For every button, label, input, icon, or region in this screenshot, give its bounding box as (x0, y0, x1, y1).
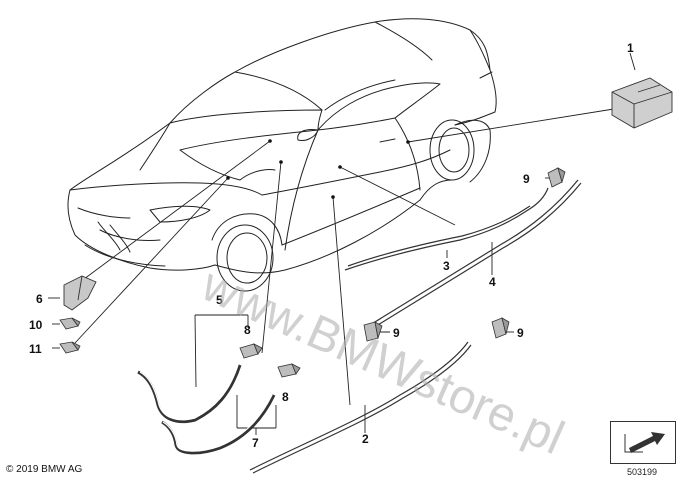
callout-9b[interactable]: 9 (393, 326, 400, 340)
callout-3[interactable]: 3 (443, 259, 450, 273)
copyright-notice: © 2019 BMW AG (6, 464, 83, 475)
attachment-dots (226, 139, 410, 199)
callout-8a[interactable]: 8 (244, 323, 251, 337)
bracket-6-part[interactable] (63, 275, 97, 311)
antenna-cable-part[interactable] (344, 187, 549, 271)
connector-9b-part[interactable] (363, 321, 383, 342)
connector-8-lower-part[interactable] (277, 363, 301, 378)
connector-9a-part[interactable] (547, 167, 566, 188)
sensor-11-part[interactable] (59, 341, 81, 354)
antenna-line-part[interactable] (369, 179, 582, 329)
next-diagram-button[interactable] (610, 421, 676, 464)
callout-9c[interactable]: 9 (517, 326, 524, 340)
callout-2[interactable]: 2 (362, 432, 369, 446)
callout-10[interactable]: 10 (29, 318, 43, 332)
lower-cable-part[interactable] (249, 341, 472, 474)
sensor-10-part[interactable] (59, 317, 81, 330)
leader-lines (48, 52, 636, 435)
cable-set-5-part[interactable] (137, 364, 242, 424)
callout-11[interactable]: 11 (29, 342, 42, 356)
control-unit-part[interactable] (611, 77, 673, 129)
callout-4[interactable]: 4 (489, 275, 496, 289)
callout-7[interactable]: 7 (252, 436, 259, 450)
car-outline (67, 18, 497, 292)
arrow-icon (624, 432, 665, 453)
callout-1[interactable]: 1 (627, 41, 634, 55)
diagram-number: 503199 (627, 467, 658, 477)
callout-6[interactable]: 6 (36, 292, 43, 306)
connector-8-upper-part[interactable] (239, 343, 263, 359)
connector-9c-part[interactable] (491, 317, 510, 339)
cable-set-7-part[interactable] (161, 394, 276, 455)
callout-5[interactable]: 5 (216, 293, 223, 307)
callout-9a[interactable]: 9 (523, 172, 530, 186)
callout-8b[interactable]: 8 (282, 390, 289, 404)
